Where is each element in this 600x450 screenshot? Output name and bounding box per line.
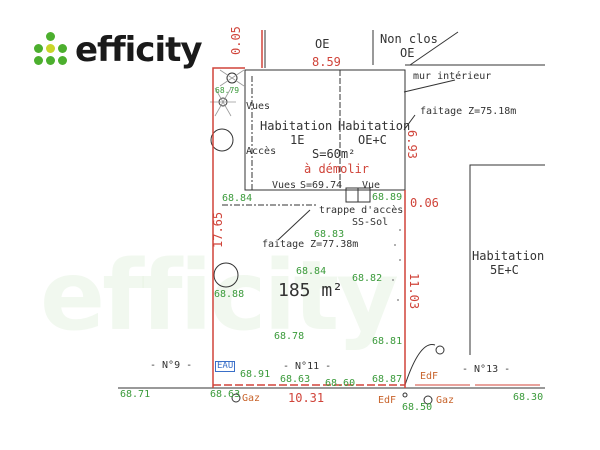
elevation: 68.89 xyxy=(372,192,403,203)
dim-11-03: 11.03 xyxy=(407,273,421,310)
elevation: 68.81 xyxy=(372,336,403,347)
label-eau: EAU xyxy=(215,361,236,372)
logo-dots-icon xyxy=(33,32,69,68)
elevation: 68.79 xyxy=(215,86,240,95)
label-habitation-1e-sub: 1E xyxy=(290,133,305,147)
elevation: 68.83 xyxy=(314,229,345,240)
dim-0-05: 0.05 xyxy=(229,26,243,55)
elevation: 68.63 xyxy=(280,374,311,385)
label-non-clos-oe: OE xyxy=(400,46,415,60)
label-surface: S=60m² xyxy=(312,147,356,161)
neighbor-building xyxy=(469,164,545,355)
elevation: 68.82 xyxy=(352,273,383,284)
label-area: 185 m² xyxy=(278,280,344,301)
elevation: 68.63 xyxy=(210,389,241,400)
label-non-clos: Non clos xyxy=(380,32,438,46)
efficity-logo: efficity xyxy=(33,30,203,70)
logo-text: efficity xyxy=(75,30,203,70)
label-faitage-2: faitage Z=77.38m xyxy=(262,239,359,250)
label-edf-1: EdF xyxy=(420,371,439,382)
label-gaz-2: Gaz xyxy=(436,395,455,406)
label-edf-2: EdF xyxy=(378,395,397,406)
label-n13: - N°13 - xyxy=(462,364,511,375)
elevation: 68.84 xyxy=(222,193,253,204)
dim-6-93: 6.93 xyxy=(405,130,419,159)
label-habitation-oec-sub: OE+C xyxy=(358,133,387,147)
label-s-69-74: S=69.74 xyxy=(300,180,343,191)
elevation: 68.87 xyxy=(372,374,403,385)
label-ss-sol: SS-Sol xyxy=(352,217,389,228)
dim-10-31: 10.31 xyxy=(288,391,325,405)
dim-8-59: 8.59 xyxy=(312,55,341,69)
label-n11: - N°11 - xyxy=(283,361,332,372)
tree-icon xyxy=(213,262,239,288)
label-faitage-1: faitage Z=75.18m xyxy=(420,106,517,117)
watermark: efficity xyxy=(40,240,399,352)
building-outline xyxy=(244,69,406,191)
elevation: 68.91 xyxy=(240,369,271,380)
elevation: 68.30 xyxy=(513,392,544,403)
label-vue: Vue xyxy=(362,180,381,191)
label-vues-2: Vues xyxy=(272,180,297,191)
label-trappe: trappe d'accès xyxy=(319,205,404,216)
elevation: 68.50 xyxy=(402,402,433,413)
label-acces: Accès xyxy=(246,146,277,157)
label-vues-1: Vues xyxy=(246,101,271,112)
elevation: 68.78 xyxy=(274,331,305,342)
label-oe-top: OE xyxy=(315,37,330,51)
elevation: 68.71 xyxy=(120,389,151,400)
elevation: 68.88 xyxy=(214,289,245,300)
label-n9: - N°9 - xyxy=(150,360,193,371)
label-habitation-5ec-sub: 5E+C xyxy=(490,263,519,277)
elevation: 68.60 xyxy=(325,378,356,389)
dim-0-06: 0.06 xyxy=(410,196,439,210)
label-habitation-1e: Habitation xyxy=(260,119,333,133)
dim-17-65: 17.65 xyxy=(211,211,225,248)
label-habitation-oec: Habitation xyxy=(338,119,411,133)
label-a-demolir: à démolir xyxy=(304,162,370,176)
label-gaz-1: Gaz xyxy=(242,393,261,404)
label-habitation-5ec: Habitation xyxy=(472,249,545,263)
label-mur-interieur: mur intérieur xyxy=(413,71,492,82)
elevation: 68.84 xyxy=(296,266,327,277)
